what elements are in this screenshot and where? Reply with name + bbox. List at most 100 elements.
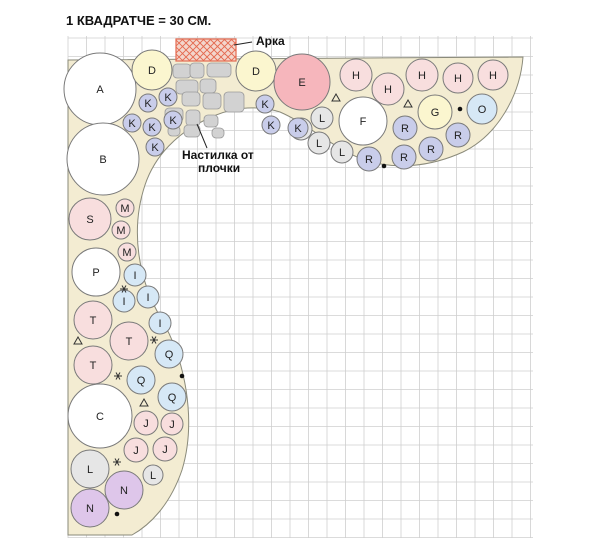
plant-j: J bbox=[152, 436, 178, 462]
plant-k: K bbox=[287, 117, 309, 139]
plant-letter: T bbox=[90, 360, 97, 372]
plant-letter: I bbox=[158, 318, 161, 330]
triangle-symbol bbox=[331, 92, 341, 102]
plant-h: H bbox=[339, 58, 373, 92]
plant-letter: R bbox=[400, 152, 408, 164]
plant-letter: D bbox=[252, 66, 260, 78]
plant-n: N bbox=[104, 470, 144, 510]
plant-circle bbox=[152, 436, 178, 462]
dot-symbol bbox=[381, 163, 387, 169]
plant-circle bbox=[111, 220, 131, 240]
plant-letter: K bbox=[144, 98, 152, 110]
paving-stone bbox=[172, 63, 192, 79]
plant-circle bbox=[122, 113, 142, 133]
plant-letter: M bbox=[116, 225, 125, 237]
plant-i: I bbox=[112, 289, 136, 313]
paving-stone bbox=[203, 114, 219, 128]
plant-k: K bbox=[145, 137, 165, 157]
plant-circle bbox=[356, 146, 382, 172]
paving-stone bbox=[223, 91, 245, 113]
plant-circle bbox=[123, 263, 147, 287]
paving-stone bbox=[202, 92, 222, 110]
arch-hatch-line bbox=[181, 39, 205, 61]
plant-c: C bbox=[67, 383, 133, 449]
arch-hatch-line bbox=[230, 39, 236, 45]
plant-letter: N bbox=[86, 503, 94, 515]
scale-legend: 1 КВАДРАТЧЕ = 30 СМ. bbox=[66, 13, 212, 28]
plant-circle bbox=[66, 122, 140, 196]
plant-letter: F bbox=[360, 116, 367, 128]
plant-circle bbox=[417, 94, 453, 130]
plant-q: Q bbox=[126, 365, 156, 395]
plant-circle bbox=[261, 115, 281, 135]
plant-letter: K bbox=[169, 115, 177, 127]
plant-k: K bbox=[255, 94, 275, 114]
plant-letter: H bbox=[418, 70, 426, 82]
plant-letter: O bbox=[478, 104, 487, 116]
plant-circle bbox=[138, 93, 158, 113]
plant-circle bbox=[391, 144, 417, 170]
plant-letter: M bbox=[120, 203, 129, 215]
plant-letter: R bbox=[365, 154, 373, 166]
arch-hatch-line bbox=[216, 39, 236, 59]
plant-g: G bbox=[417, 94, 453, 130]
asterisk-symbol bbox=[114, 458, 120, 466]
arch-hatch-line bbox=[176, 39, 184, 47]
plant-r: R bbox=[391, 144, 417, 170]
plant-h: H bbox=[371, 72, 405, 106]
dot-symbol bbox=[457, 106, 463, 112]
arch-label: Арка bbox=[256, 34, 285, 48]
plant-circle bbox=[148, 311, 172, 335]
triangle-symbol bbox=[73, 335, 83, 345]
plant-circle bbox=[71, 247, 121, 297]
plant-l: L bbox=[310, 106, 334, 130]
plant-l: L bbox=[330, 140, 354, 164]
plant-p: P bbox=[71, 247, 121, 297]
plant-circle bbox=[160, 412, 184, 436]
plant-circle bbox=[466, 93, 498, 125]
plant-letter: Q bbox=[165, 349, 174, 361]
asterisk-symbol bbox=[115, 372, 121, 380]
plant-circle bbox=[338, 96, 388, 146]
plant-circle bbox=[273, 53, 331, 111]
arch-hatch-line bbox=[176, 46, 191, 61]
plant-letter: H bbox=[489, 70, 497, 82]
plant-letter: A bbox=[96, 84, 104, 96]
plant-letter: R bbox=[454, 130, 462, 142]
plant-letter: Q bbox=[137, 375, 146, 387]
plant-h: H bbox=[442, 62, 474, 94]
plant-circle bbox=[330, 140, 354, 164]
plant-t: T bbox=[109, 321, 149, 361]
plant-circle bbox=[163, 110, 183, 130]
plant-s: S bbox=[68, 197, 112, 241]
plant-d: D bbox=[235, 50, 277, 92]
plant-q: Q bbox=[157, 382, 187, 412]
plant-k: K bbox=[158, 87, 178, 107]
plant-circle bbox=[405, 58, 439, 92]
plant-letter: K bbox=[164, 92, 172, 104]
plant-circle bbox=[392, 115, 418, 141]
plant-j: J bbox=[160, 412, 184, 436]
plant-r: R bbox=[418, 136, 444, 162]
plant-k: K bbox=[138, 93, 158, 113]
plant-circle bbox=[307, 131, 331, 155]
plant-m: M bbox=[117, 242, 137, 262]
plant-t: T bbox=[73, 300, 113, 340]
paving-label-line1: Настилка от bbox=[182, 148, 254, 162]
plant-d: D bbox=[131, 49, 173, 91]
plant-letter: J bbox=[133, 445, 139, 457]
plant-circle bbox=[73, 345, 113, 385]
plant-circle bbox=[477, 59, 509, 91]
paving-stone bbox=[185, 109, 201, 127]
plant-circle bbox=[67, 383, 133, 449]
plant-letter: D bbox=[148, 65, 156, 77]
plants: ADDEHHHHHGOFRRRRRLLLLKKKKKKKKKBSMMMPIIII… bbox=[63, 49, 509, 528]
plant-letter: L bbox=[339, 147, 345, 159]
paving-stone bbox=[199, 78, 217, 94]
arch-hatch bbox=[176, 39, 236, 61]
arch-hatch-line bbox=[202, 39, 226, 61]
plant-circle bbox=[126, 365, 156, 395]
plant-r: R bbox=[392, 115, 418, 141]
paving-stone bbox=[183, 124, 201, 138]
